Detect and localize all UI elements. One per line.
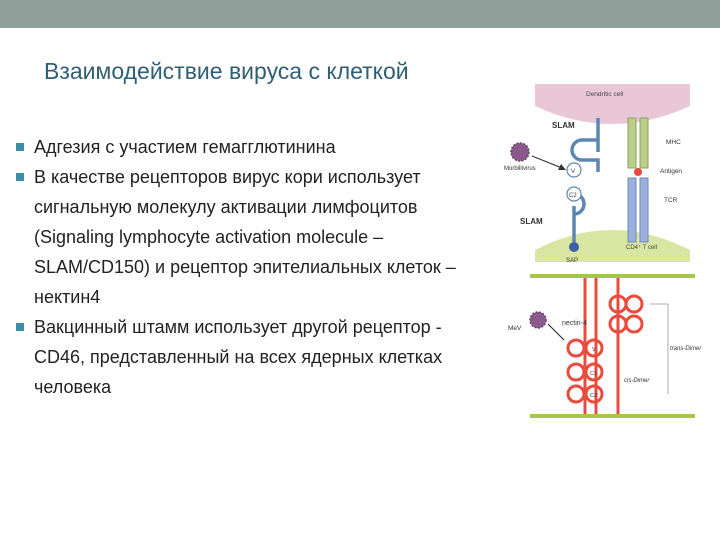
tcr-right bbox=[639, 177, 649, 243]
bullet-marker-icon bbox=[16, 173, 24, 181]
c2-domain-marker bbox=[566, 186, 582, 202]
bullet-item: В качестве рецепторов вирус кори использ… bbox=[14, 162, 484, 312]
antigen-icon bbox=[634, 168, 642, 176]
cis-dimer-label: cis-Dimer bbox=[624, 378, 650, 384]
tcr-label: TCR bbox=[664, 197, 678, 204]
bullet-text: Адгезия с участием гемагглютинина bbox=[34, 137, 336, 157]
receptor-diagram: Dendritic cell CD4⁺ T cell SLAM SLAM V C… bbox=[504, 84, 702, 418]
virus-arrow bbox=[531, 155, 563, 169]
tcr-left bbox=[627, 177, 637, 243]
membrane-bottom bbox=[530, 414, 695, 418]
v-domain-marker bbox=[566, 162, 582, 178]
bullet-list: Адгезия с участием гемагглютинина В каче… bbox=[14, 132, 484, 402]
bullet-text: В качестве рецепторов вирус кори использ… bbox=[34, 167, 456, 307]
nectin-c2-label: C2 bbox=[590, 393, 597, 399]
mev-label: MeV bbox=[508, 325, 522, 332]
trans-dimer-label: trans-Dimer bbox=[670, 346, 702, 352]
mhc-left bbox=[627, 117, 637, 169]
bullet-marker-icon bbox=[16, 323, 24, 331]
virus-arrowhead bbox=[558, 164, 566, 170]
morbillivirus-label: Morbillivirus bbox=[504, 166, 536, 172]
slam-bottom-label: SLAM bbox=[520, 217, 543, 226]
mev-virus-icon bbox=[529, 311, 547, 329]
top-bar bbox=[0, 0, 720, 28]
sap-label: SAP bbox=[566, 258, 578, 264]
nectin4-dimers bbox=[566, 278, 644, 414]
morbillivirus-icon bbox=[510, 142, 530, 162]
cd4-t-cell-shape bbox=[535, 230, 690, 262]
nectin-v-label: V bbox=[592, 347, 596, 353]
sap-icon bbox=[569, 242, 579, 252]
antigen-label: Antigen bbox=[660, 168, 682, 175]
membrane-top bbox=[530, 274, 695, 278]
bullet-text: Вакцинный штамм использует другой рецепт… bbox=[34, 317, 443, 397]
nectin4-label: nectin-4 bbox=[562, 320, 587, 327]
cd4-t-cell-label: CD4⁺ T cell bbox=[626, 244, 657, 251]
bullet-item: Адгезия с участием гемагглютинина bbox=[14, 132, 484, 162]
mev-arrow bbox=[547, 323, 565, 341]
bullet-marker-icon bbox=[16, 143, 24, 151]
mhc-label: MHC bbox=[666, 139, 681, 146]
dendritic-cell-shape bbox=[535, 84, 690, 124]
bullet-item: Вакцинный штамм использует другой рецепт… bbox=[14, 312, 484, 402]
dendritic-cell-label: Dendritic cell bbox=[586, 91, 624, 98]
c2-domain-label: C2 bbox=[569, 193, 577, 199]
slam-receptor-top bbox=[570, 118, 600, 172]
slide-title: Взаимодействие вируса с клеткой bbox=[44, 58, 409, 84]
slam-top-label: SLAM bbox=[552, 121, 575, 130]
v-domain-label: V bbox=[571, 169, 575, 175]
nectin-c1-label: C1 bbox=[590, 371, 597, 377]
mhc-right bbox=[639, 117, 649, 169]
